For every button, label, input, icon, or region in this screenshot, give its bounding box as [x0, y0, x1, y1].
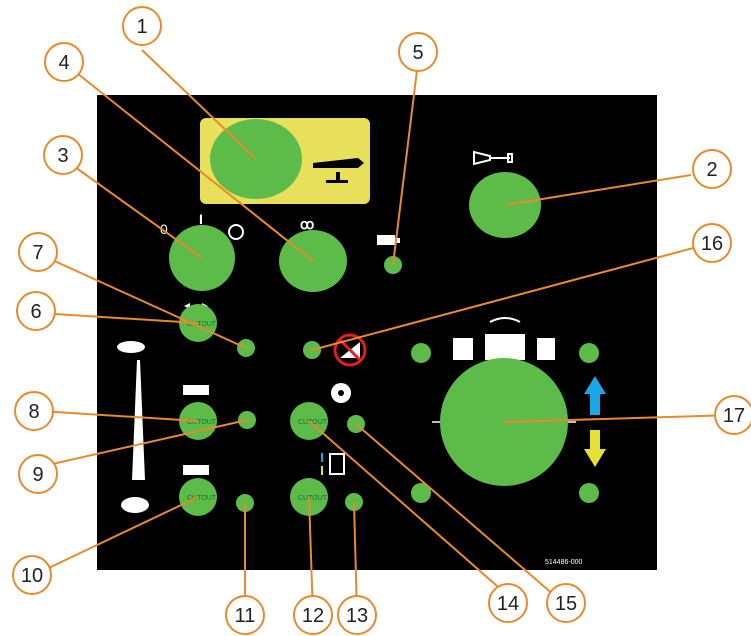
speed-ramp-icon [132, 360, 145, 480]
tilt-prohibited-icon [333, 333, 367, 367]
callout-6 [16, 291, 56, 331]
glow-plug-icon: ꝏ [300, 216, 314, 232]
callout-16 [692, 223, 732, 263]
callout-label-9: 9 [32, 464, 43, 486]
indicator-light-left-bottom [411, 483, 431, 503]
lift-down-arrow-icon [584, 430, 606, 467]
callout-13 [337, 595, 377, 635]
callout-15 [546, 583, 586, 623]
callout-lines [33, 49, 735, 616]
cutout-text-8: CUTOUT [187, 419, 217, 426]
callout-9 [18, 454, 58, 494]
callout-label-7: 7 [32, 242, 43, 264]
cutout-text-10: CUTOUT [187, 495, 217, 502]
engine-check-icon [377, 235, 400, 245]
callout-label-13: 13 [346, 605, 368, 627]
main-button-1[interactable] [210, 119, 302, 199]
part-number: 514486-000 [545, 559, 582, 566]
callout-labels: 1 2 3 4 5 6 7 8 9 10 11 12 13 14 15 16 1… [21, 16, 745, 627]
callout-markers [12, 6, 751, 635]
indicator-light-right-top [579, 343, 599, 363]
lift-up-arrow-icon [584, 376, 606, 415]
callout-5 [398, 32, 438, 72]
callout-17 [714, 395, 751, 435]
cutout-text-6: CUTOUT [187, 321, 217, 328]
rabbit-icon [121, 497, 149, 513]
callout-label-12: 12 [302, 605, 324, 627]
callout-label-8: 8 [28, 401, 39, 423]
callout-7 [18, 232, 58, 272]
callout-label-17: 17 [723, 405, 745, 427]
callout-14 [488, 583, 528, 623]
callout-label-2: 2 [706, 159, 717, 181]
lift-arrows-icon-3 [183, 465, 209, 475]
callout-label-10: 10 [21, 565, 43, 587]
indicator-light-left-top [411, 343, 431, 363]
callout-8 [14, 391, 54, 431]
callout-label-5: 5 [412, 42, 423, 64]
callout-3 [43, 135, 83, 175]
platform-rotate-icon [453, 317, 555, 360]
callout-label-11: 11 [235, 605, 256, 627]
callout-label-14: 14 [497, 593, 519, 615]
callout-11 [225, 595, 265, 635]
callout-12 [293, 595, 333, 635]
cutout-text-14: CUTOUT [298, 419, 328, 426]
callout-label-16: 16 [701, 233, 723, 255]
callout-label-1: 1 [136, 16, 147, 38]
callout-2 [692, 149, 732, 189]
axle-extend-icon [321, 453, 345, 475]
boom-rotate-icon [331, 383, 351, 403]
lift-arrows-icon-2 [183, 385, 209, 395]
callout-4 [44, 42, 84, 82]
platform-arrows-icon [313, 158, 364, 183]
callout-10 [12, 555, 52, 595]
ignition-one-label: I [199, 211, 203, 227]
callout-label-4: 4 [58, 52, 69, 74]
turtle-icon [117, 341, 145, 353]
indicator-light-right-bottom [579, 483, 599, 503]
callout-1 [122, 6, 162, 46]
callout-label-3: 3 [57, 145, 68, 167]
cutout-text-12: CUTOUT [298, 495, 328, 502]
horn-icon [473, 150, 513, 166]
callout-label-15: 15 [555, 593, 577, 615]
ignition-zero-label: 0 [160, 221, 168, 237]
callout-label-6: 6 [30, 301, 41, 323]
